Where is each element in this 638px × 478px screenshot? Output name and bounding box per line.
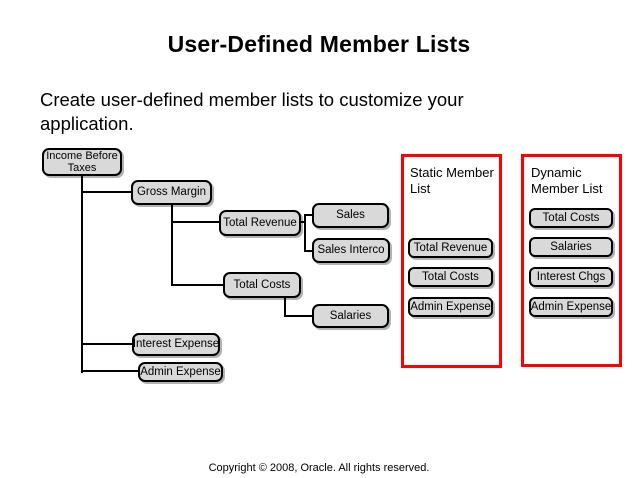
connector-line	[284, 315, 312, 317]
dynamic-list-item-salaries: Salaries	[529, 237, 613, 257]
slide-body-text: Create user-defined member lists to cust…	[40, 89, 464, 134]
tree-node-sales: Sales	[312, 203, 389, 228]
static-list-item-total-costs: Total Costs	[408, 267, 493, 287]
connector-line	[305, 214, 312, 216]
tree-node-total-costs: Total Costs	[223, 272, 301, 298]
connector-line	[305, 250, 312, 252]
connector-line	[284, 297, 286, 317]
connector-line	[81, 175, 83, 373]
connector-line	[301, 221, 306, 223]
static-list-item-admin-expense: Admin Expense	[408, 297, 493, 317]
copyright-text: Copyright © 2008, Oracle. All rights res…	[208, 462, 430, 474]
connector-line	[82, 370, 138, 372]
tree-node-total-revenue: Total Revenue	[219, 210, 301, 236]
tree-node-admin-expense: Admin Expense	[138, 362, 223, 382]
connector-line	[172, 221, 219, 223]
connector-line	[172, 284, 223, 286]
connector-line	[171, 205, 173, 286]
dynamic-list-item-admin-expense: Admin Expense	[529, 297, 613, 317]
static-member-list-panel: Static Member List Total Revenue Total C…	[401, 154, 502, 368]
tree-node-gross-margin: Gross Margin	[131, 180, 212, 205]
dynamic-member-list-panel: Dynamic Member List Total Costs Salaries…	[521, 154, 622, 367]
tree-node-interest-expense: Interest Expense	[132, 333, 220, 356]
static-member-list-title: Static Member List	[410, 165, 494, 196]
tree-node-income-before-taxes: Income Before Taxes	[42, 148, 122, 176]
static-list-item-total-revenue: Total Revenue	[408, 238, 493, 258]
dynamic-list-item-total-costs: Total Costs	[529, 208, 613, 228]
tree-node-salaries: Salaries	[312, 304, 389, 328]
dynamic-list-item-interest-chgs: Interest Chgs	[529, 267, 613, 287]
tree-node-sales-interco: Sales Interco	[312, 238, 390, 263]
dynamic-member-list-title: Dynamic Member List	[531, 165, 603, 196]
connector-line	[82, 343, 132, 345]
connector-line	[82, 191, 131, 193]
connector-line	[304, 214, 306, 252]
page-title: User-Defined Member Lists	[167, 31, 471, 57]
